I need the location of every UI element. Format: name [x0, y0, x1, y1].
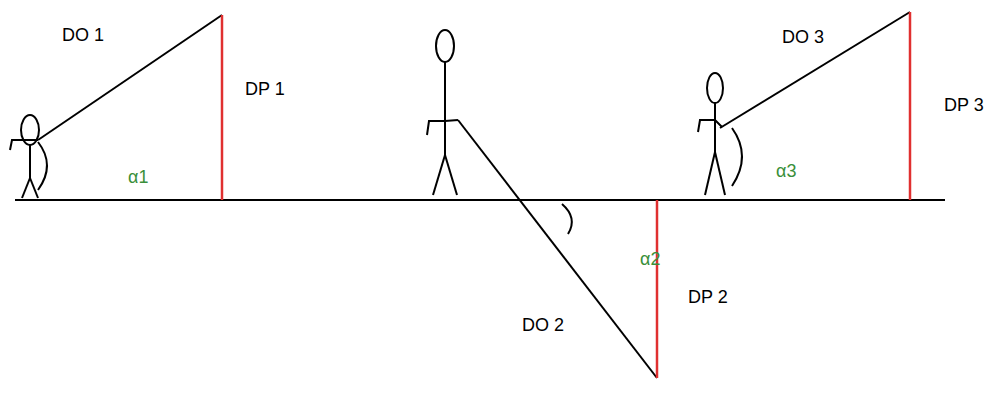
height-label: DP 1: [245, 80, 285, 98]
angle-label: α2: [640, 250, 660, 268]
angle-label: α3: [776, 162, 796, 180]
angle-arc: [732, 128, 742, 186]
angle-arc: [562, 204, 572, 234]
sight-line: [458, 120, 657, 378]
height-label: DP 3: [944, 96, 984, 114]
sight-line: [720, 12, 910, 128]
height-line: [221, 15, 224, 200]
ground-line: [15, 199, 945, 201]
height-line: [656, 200, 659, 378]
height-label: DP 2: [688, 288, 728, 306]
sight-line: [38, 15, 222, 140]
distance-label: DO 2: [522, 316, 564, 334]
stick-figure: [10, 115, 39, 198]
angle-label: α1: [128, 168, 148, 186]
angle-arc: [38, 142, 47, 190]
distance-label: DO 1: [62, 26, 104, 44]
distance-label: DO 3: [782, 28, 824, 46]
height-line: [909, 12, 912, 200]
stick-figure: [427, 30, 458, 195]
stick-figure: [698, 73, 725, 195]
